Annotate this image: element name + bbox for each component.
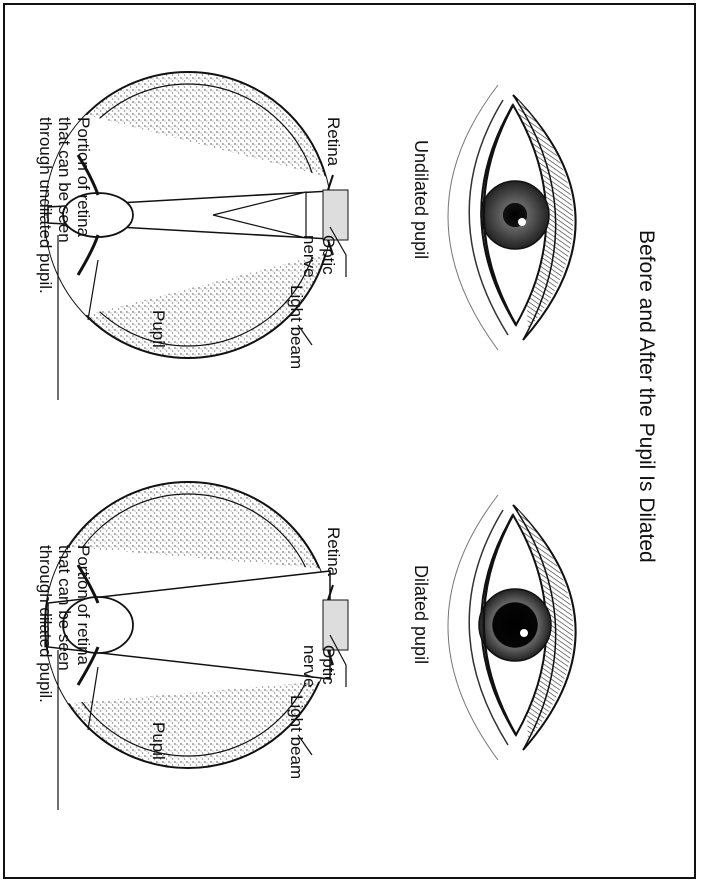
- diagram-frame: Before and After the Pupil Is Dilated Un…: [3, 3, 696, 879]
- undilated-retina-label: Retina: [324, 117, 343, 166]
- undilated-cross-section: [45, 72, 378, 358]
- dilated-light-beam-label: Light beam: [287, 695, 306, 779]
- undilated-caption: Undilated pupil: [411, 140, 430, 259]
- illustration: [5, 5, 696, 879]
- dilated-portion-label: Portion of retina that can be seen throu…: [36, 545, 93, 703]
- undilated-pupil-label: Pupil: [149, 310, 168, 348]
- dilated-pupil-label: Pupil: [149, 722, 168, 760]
- undilated-light-beam-label: Light beam: [287, 285, 306, 369]
- rotated-canvas: Before and After the Pupil Is Dilated Un…: [5, 5, 696, 879]
- undilated-portion-label: Portion of retina that can be seen throu…: [36, 117, 93, 294]
- dilated-caption: Dilated pupil: [411, 565, 430, 664]
- diagram-title: Before and After the Pupil Is Dilated: [637, 230, 656, 563]
- dilated-eye-illustration: [448, 495, 576, 760]
- undilated-eye-illustration: [448, 85, 576, 350]
- undilated-optic-nerve-label: Optic nerve: [300, 235, 338, 278]
- dilated-retina-label: Retina: [324, 527, 343, 576]
- dilated-optic-nerve-label: Optic nerve: [300, 645, 338, 688]
